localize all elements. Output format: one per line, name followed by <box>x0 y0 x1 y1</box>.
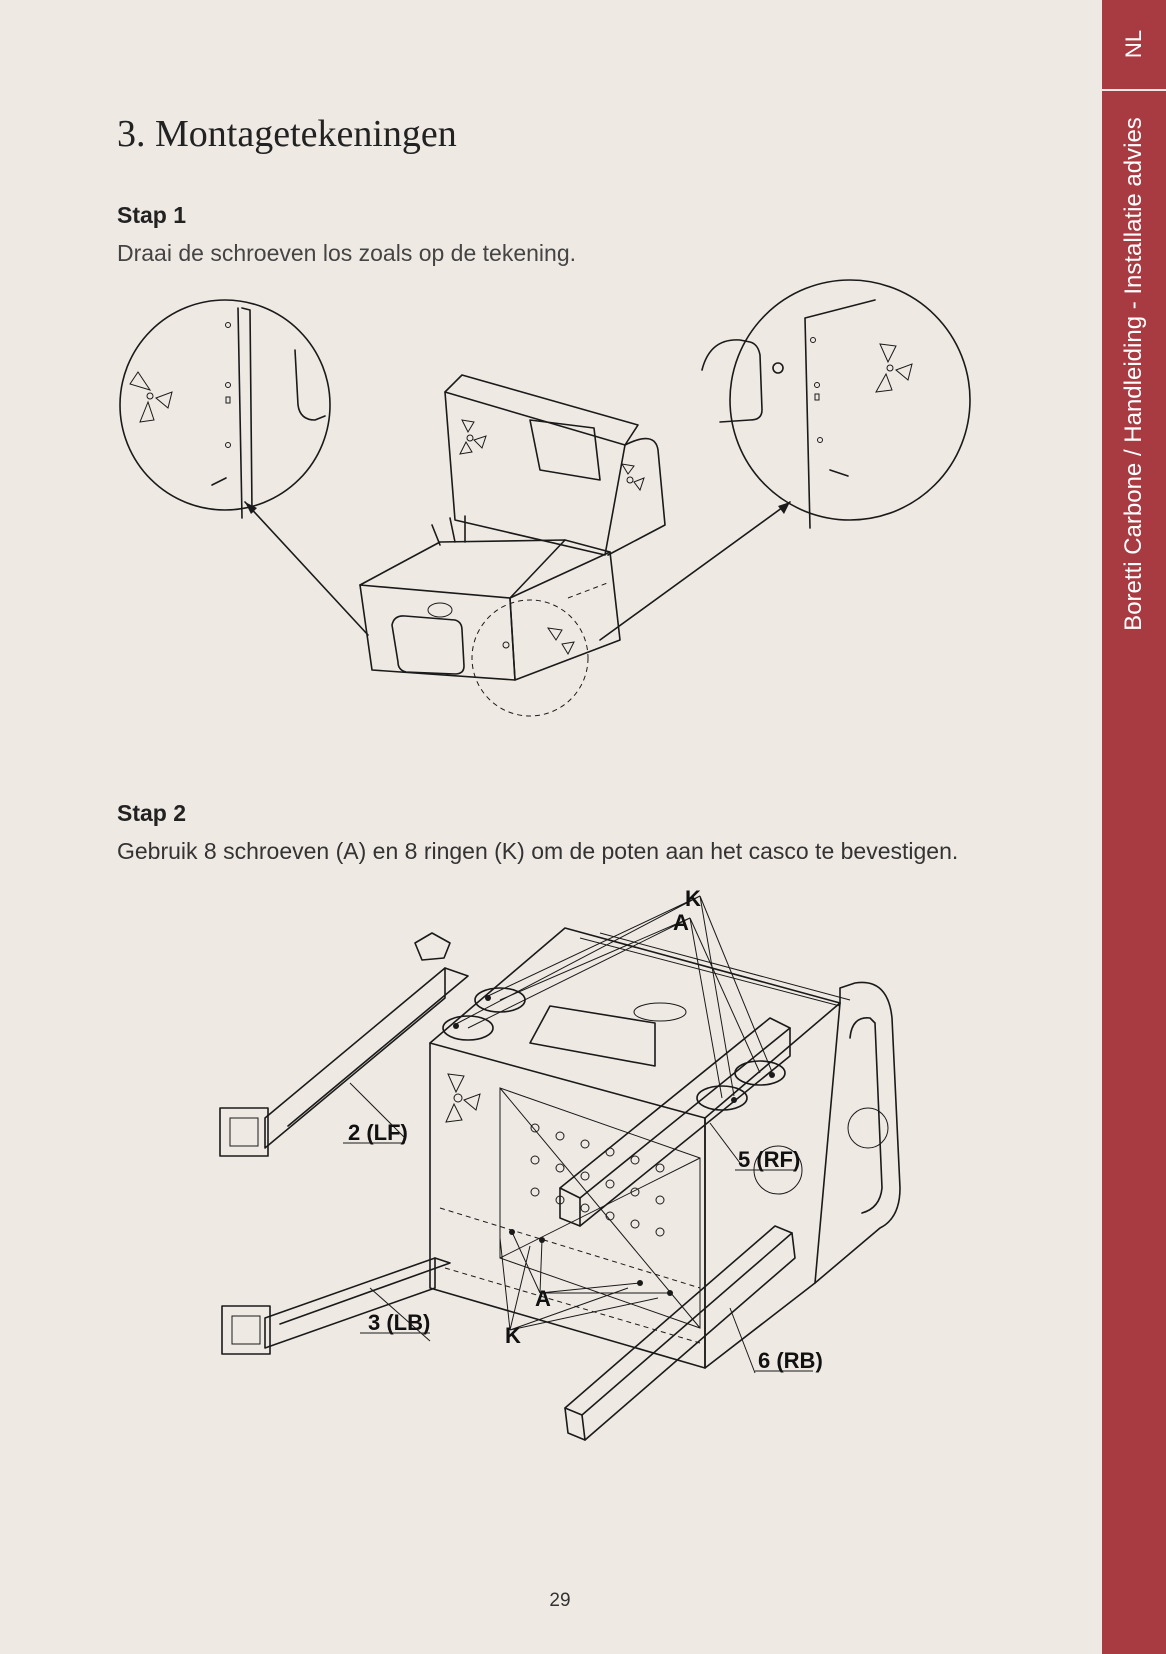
leg-lf <box>219 932 469 1157</box>
sidebar-band: NL Boretti Carbone / Handleiding - Insta… <box>1102 0 1166 1654</box>
sidebar-divider <box>1102 89 1166 91</box>
leg-rb <box>564 1225 796 1441</box>
running-title: Boretti Carbone / Handleiding - Installa… <box>1114 104 1154 644</box>
label-a-bottom: A <box>535 1286 551 1311</box>
label-leg-lf: 2 (LF) <box>348 1120 408 1145</box>
step-2-illustration: K A A K 2 (LF) 3 (LB) 5 (RF) 6 (RB) <box>219 886 901 1441</box>
language-label: NL <box>1121 29 1146 59</box>
leg-rf <box>559 1017 791 1227</box>
label-a-top: A <box>673 910 689 935</box>
label-k-top: K <box>685 886 701 911</box>
step-1-text: Draai de schroeven los zoals op de teken… <box>117 240 577 266</box>
step-1-heading: Stap 1 <box>117 202 187 228</box>
grill-drawing <box>359 374 666 717</box>
leg-lb <box>221 1257 451 1355</box>
step-2-text: Gebruik 8 schroeven (A) en 8 ringen (K) … <box>117 838 959 864</box>
page-number: 29 <box>549 1590 571 1611</box>
running-title-text: Boretti Carbone / Handleiding - Installa… <box>1120 117 1147 631</box>
language-tab: NL <box>1102 0 1166 88</box>
page-title: 3. Montagetekeningen <box>117 113 457 155</box>
label-leg-lb: 3 (LB) <box>368 1310 430 1335</box>
label-leg-rf: 5 (RF) <box>738 1147 800 1172</box>
label-leg-rb: 6 (RB) <box>758 1348 823 1373</box>
step-2-heading: Stap 2 <box>117 800 187 826</box>
step-1-illustration <box>119 279 971 717</box>
cabinet-drawing <box>429 927 901 1369</box>
label-k-bottom: K <box>505 1323 521 1348</box>
detail-circle-right <box>701 279 971 529</box>
detail-circle-left <box>119 299 331 519</box>
